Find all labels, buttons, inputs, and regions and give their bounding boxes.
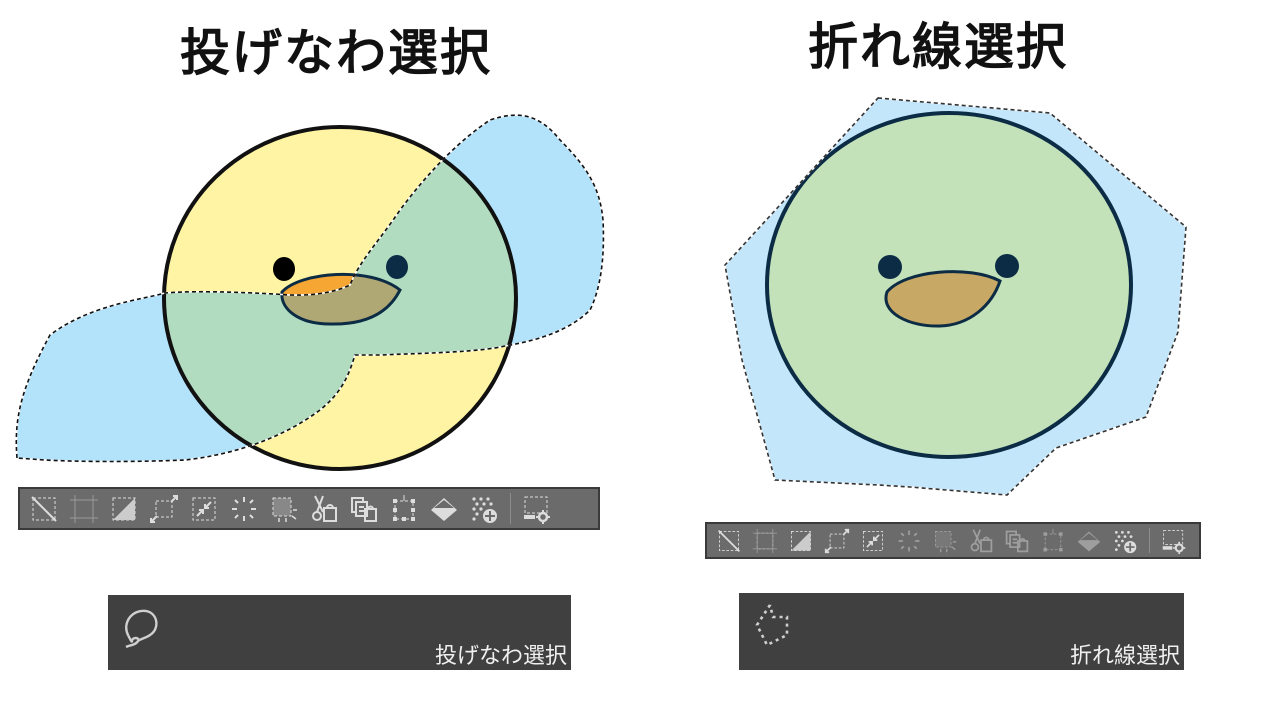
- selection-launcher-settings-button[interactable]: [517, 490, 557, 528]
- launcher-settings-icon: [1162, 529, 1186, 554]
- shrink-selection-icon: [863, 530, 883, 551]
- crop-to-selection-button[interactable]: [747, 525, 783, 557]
- polyline-selection-illustration: [724, 97, 1187, 496]
- expand-selection-icon: [824, 528, 850, 553]
- crop-icon: [752, 528, 778, 553]
- toolbar-separator: [1149, 528, 1150, 553]
- cut-and-paste-button[interactable]: [304, 490, 344, 528]
- toolbar-separator: [510, 493, 511, 524]
- polyline-title: 折れ線選択: [808, 18, 1068, 76]
- scale-rotate-button[interactable]: [1035, 525, 1071, 557]
- shrink-selection-icon: [192, 497, 216, 520]
- lasso-title: 投げなわ選択: [180, 24, 492, 82]
- new-tone-button[interactable]: [464, 490, 504, 528]
- selection-launcher-toolbar: [18, 487, 600, 530]
- selection-launcher-toolbar-disabled: [705, 522, 1201, 559]
- launcher-settings-icon: [524, 496, 550, 524]
- new-tone-icon: [1114, 530, 1137, 553]
- invert-selection-button[interactable]: [783, 525, 819, 557]
- cut-and-paste-button[interactable]: [963, 525, 999, 557]
- shrink-selection-button[interactable]: [855, 525, 891, 557]
- transform-icon: [1043, 528, 1063, 551]
- expand-selection-button[interactable]: [819, 525, 855, 557]
- deselect-button[interactable]: [24, 490, 64, 528]
- deselect-icon: [717, 529, 741, 552]
- deselect-button[interactable]: [711, 525, 747, 557]
- copy-paste-icon: [351, 496, 377, 522]
- polyline-tool-label: 折れ線選択: [1069, 644, 1180, 669]
- new-tone-icon: [472, 496, 497, 523]
- copy-and-paste-button[interactable]: [344, 490, 384, 528]
- convert-to-selection-layer-button[interactable]: [224, 490, 264, 528]
- transform-icon: [393, 494, 415, 521]
- selection-from-layer-icon: [935, 530, 957, 552]
- cut-paste-icon: [312, 495, 337, 522]
- invert-selection-icon: [791, 530, 811, 551]
- crop-icon: [70, 494, 98, 523]
- expand-selection-icon: [150, 494, 178, 523]
- selection-from-layer-button[interactable]: [927, 525, 963, 557]
- copy-paste-icon: [1005, 530, 1029, 552]
- scale-rotate-button[interactable]: [384, 490, 424, 528]
- lasso-tool-panel[interactable]: 投げなわ選択: [108, 595, 571, 670]
- invert-selection-button[interactable]: [104, 490, 144, 528]
- new-tone-button[interactable]: [1107, 525, 1143, 557]
- fill-button[interactable]: [1071, 525, 1107, 557]
- shrink-selection-button[interactable]: [184, 490, 224, 528]
- selection-layer-icon: [898, 530, 920, 551]
- fill-bucket-icon: [431, 497, 457, 521]
- invert-selection-icon: [112, 497, 136, 520]
- lasso-icon: [125, 609, 158, 649]
- lasso-selection-illustration: [15, 114, 605, 471]
- crop-to-selection-button[interactable]: [64, 490, 104, 528]
- copy-and-paste-button[interactable]: [999, 525, 1035, 557]
- polyline-tool-panel[interactable]: 折れ線選択: [739, 593, 1184, 670]
- convert-to-selection-layer-button[interactable]: [891, 525, 927, 557]
- polyline-selection-icon: [755, 604, 789, 647]
- cut-paste-icon: [970, 528, 993, 552]
- selection-launcher-settings-button[interactable]: [1156, 525, 1192, 557]
- deselect-icon: [31, 495, 57, 522]
- selection-from-layer-button[interactable]: [264, 490, 304, 528]
- expand-selection-button[interactable]: [144, 490, 184, 528]
- fill-bucket-icon: [1077, 530, 1101, 551]
- fill-button[interactable]: [424, 490, 464, 528]
- lasso-tool-label: 投げなわ選択: [434, 644, 567, 669]
- selection-layer-icon: [232, 496, 256, 521]
- selection-from-layer-icon: [272, 497, 297, 522]
